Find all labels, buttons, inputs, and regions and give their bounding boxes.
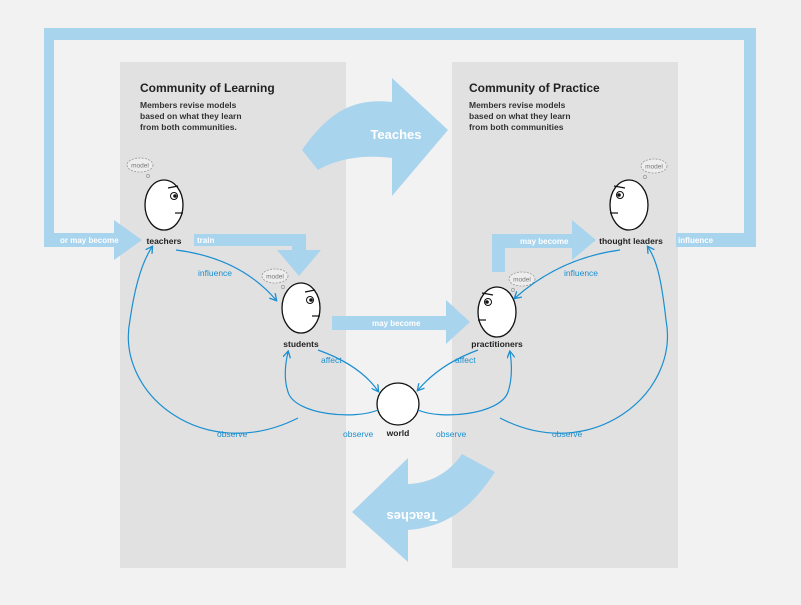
- teaches-bottom-label: Teaches: [386, 509, 437, 524]
- influence-right-label: influence: [564, 268, 598, 278]
- observe-far-right-label: observe: [552, 429, 583, 439]
- influence-right-line: [515, 249, 621, 298]
- students-model-label: model: [266, 274, 284, 281]
- influence-left-label: influence: [198, 268, 232, 278]
- observe-far-right-line: [499, 247, 668, 434]
- world-circle: [376, 382, 420, 426]
- practitioners-model-bubble: model: [508, 271, 536, 292]
- teachers-head-icon: [144, 179, 184, 231]
- outer-loop-arrow: [44, 28, 756, 260]
- affect-right-line: [418, 349, 479, 390]
- practice-desc-line-1: Members revise models: [469, 100, 566, 110]
- practitioners-label: practitioners: [471, 339, 523, 349]
- observe-far-left-line: [127, 247, 299, 434]
- community-of-learning-title: Community of Learning: [140, 81, 275, 95]
- students-label: students: [283, 339, 319, 349]
- thought-leaders-head-icon: [609, 179, 649, 231]
- observe-right-label: observe: [436, 429, 467, 439]
- affect-left-label: affect: [321, 355, 342, 365]
- teaches-bottom-arrow: [352, 454, 495, 562]
- community-of-practice-title: Community of Practice: [469, 81, 600, 95]
- observe-right-line: [417, 352, 511, 416]
- learning-desc-line-1: Members revise models: [140, 100, 237, 110]
- influence-left-line: [175, 249, 276, 300]
- practice-desc-line-2: based on what they learn: [469, 111, 571, 121]
- may-become-middle-arrow: [332, 300, 470, 344]
- teaches-top-arrow: [302, 78, 448, 196]
- thought-leaders-model-bubble: model: [640, 158, 668, 179]
- observe-left-line: [285, 352, 379, 416]
- students-head-icon: [281, 282, 321, 334]
- may-become-right-arrow: [492, 220, 596, 272]
- world-label: world: [386, 428, 410, 438]
- practitioners-head-icon: [477, 286, 517, 338]
- teachers-label: teachers: [147, 236, 182, 246]
- observe-left-label: observe: [343, 429, 374, 439]
- thought-leaders-model-label: model: [645, 164, 663, 171]
- teachers-model-label: model: [131, 163, 149, 170]
- affect-right-label: affect: [455, 355, 476, 365]
- train-arrow: [194, 234, 321, 276]
- may-become-right-label: may become: [520, 237, 569, 246]
- or-may-become-label: or may become: [60, 236, 119, 245]
- learning-desc-line-2: based on what they learn: [140, 111, 242, 121]
- students-model-bubble: model: [261, 268, 289, 289]
- teachers-model-bubble: model: [126, 157, 154, 178]
- learning-desc-line-3: from both communities.: [140, 122, 237, 132]
- practitioners-model-label: model: [513, 277, 531, 284]
- may-become-middle-label: may become: [372, 319, 421, 328]
- thought-leaders-label: thought leaders: [599, 236, 663, 246]
- train-label: train: [197, 236, 214, 245]
- observe-far-left-label: observe: [217, 429, 248, 439]
- affect-left-line: [317, 349, 378, 391]
- practice-desc-line-3: from both communities: [469, 122, 564, 132]
- influence-outer-label: influence: [678, 236, 714, 245]
- teaches-top-label: Teaches: [370, 127, 421, 142]
